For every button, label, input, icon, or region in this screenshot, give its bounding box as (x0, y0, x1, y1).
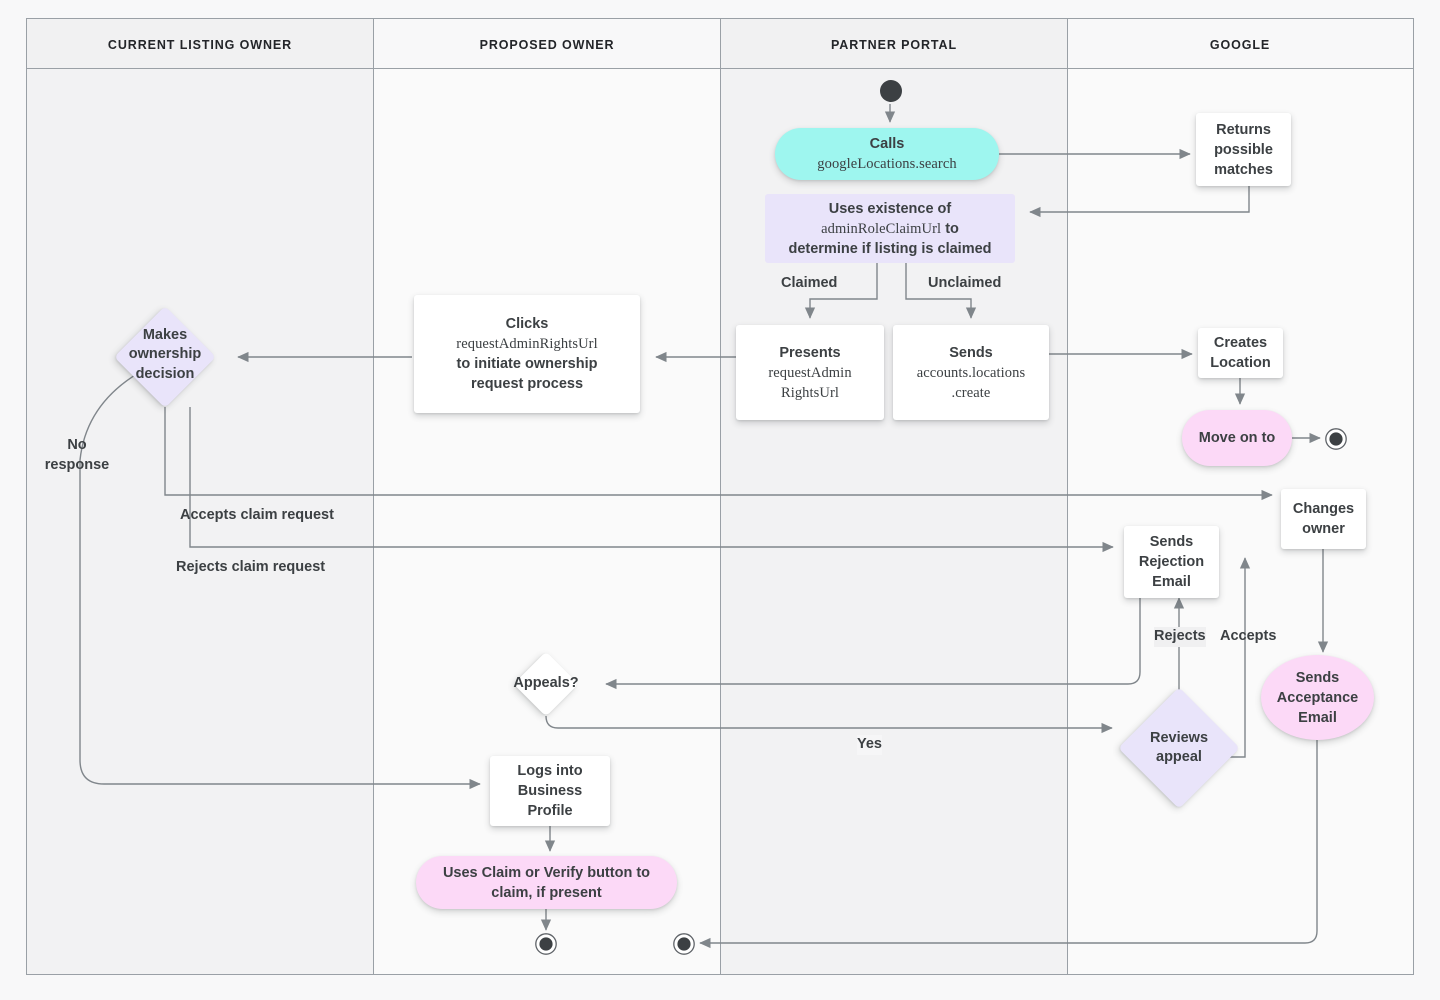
node-returns-possible-matches[interactable]: Returns possible matches (1196, 113, 1291, 186)
clicks-line3: to initiate ownership (456, 356, 598, 372)
node-uses-claim-or-verify-label: Uses Claim or Verify button to claim, if… (442, 864, 651, 901)
node-logs-into-business-profile[interactable]: Logs into Business Profile (490, 756, 610, 826)
lane-header-google: GOOGLE (1210, 38, 1270, 52)
uses-existence-line1: Uses existence of (828, 200, 952, 217)
node-sends-acceptance-email-label: Sends Acceptance Email (1276, 669, 1359, 726)
reviews-appeal-label: Reviews appeal (1149, 729, 1209, 765)
edge-appeals-yes-to-reviews-appeal (545, 715, 1113, 734)
sends-create-line1: Sends (949, 344, 993, 361)
presents-line2: requestAdmin (768, 364, 852, 381)
node-move-on-to[interactable]: Move on to (1182, 410, 1292, 466)
node-reviews-appeal[interactable]: Reviews appeal (1118, 687, 1240, 809)
edge-acceptance-email-to-end (699, 740, 1318, 949)
node-sends-rejection-email-label: Sends Rejection Email (1138, 534, 1205, 590)
node-logs-into-business-profile-label: Logs into Business Profile (517, 763, 583, 819)
node-uses-existence-of-admin-role-claim-url[interactable]: Uses existence of adminRoleClaimUrl to d… (765, 194, 1015, 263)
uses-existence-line3: to (941, 220, 959, 237)
node-changes-owner[interactable]: Changes owner (1281, 489, 1366, 549)
presents-line3: RightsUrl (780, 384, 840, 401)
edge-label-accepts: Accepts (1220, 628, 1277, 644)
node-sends-accounts-locations-create[interactable]: Sends accounts.locations .create (893, 325, 1049, 420)
clicks-line1: Clicks (505, 316, 549, 332)
node-makes-ownership-decision[interactable]: Makes ownership decision (114, 306, 216, 408)
edge-label-yes: Yes (857, 735, 882, 755)
lane-header-current-listing-owner: CURRENT LISTING OWNER (108, 38, 292, 52)
node-creates-location-label: Creates Location (1210, 335, 1271, 371)
edge-returns-to-uses-existence (1029, 186, 1250, 218)
end-node-proposed-owner (535, 933, 557, 955)
edge-label-rejects-claim-request: Rejects claim request (176, 559, 326, 575)
clicks-line4: request process (470, 376, 584, 392)
lane-header-partner-portal: PARTNER PORTAL (831, 38, 957, 52)
node-sends-acceptance-email[interactable]: Sends Acceptance Email (1261, 655, 1374, 740)
uses-existence-code: adminRoleClaimUrl (821, 220, 942, 237)
sends-create-line2: accounts.locations (916, 364, 1026, 381)
node-calls-line1: Calls (869, 136, 905, 152)
presents-line1: Presents (779, 344, 841, 361)
makes-decision-label: Makes ownership decision (128, 327, 202, 382)
edge-rejection-email-to-appeals (605, 598, 1141, 690)
end-node-google (1325, 428, 1347, 450)
node-calls-line2: googleLocations.search (817, 156, 957, 172)
node-clicks-request-admin-rights-url[interactable]: Clicks requestAdminRightsUrl to initiate… (414, 295, 640, 413)
node-sends-rejection-email[interactable]: Sends Rejection Email (1124, 526, 1219, 598)
clicks-line2: requestAdminRightsUrl (456, 336, 598, 352)
lane-header-proposed-owner: PROPOSED OWNER (480, 38, 615, 52)
edge-uses-existence-unclaimed-branch (905, 263, 977, 319)
edge-uses-existence-claimed-branch (804, 263, 878, 319)
node-presents-request-admin-rights-url[interactable]: Presents requestAdmin RightsUrl (736, 325, 884, 420)
edge-label-unclaimed: Unclaimed (928, 275, 1002, 291)
node-uses-claim-or-verify-button[interactable]: Uses Claim or Verify button to claim, if… (416, 856, 677, 909)
node-changes-owner-label: Changes owner (1292, 501, 1355, 537)
uses-existence-line2-wrap: adminRoleClaimUrl to (771, 219, 1009, 239)
edge-label-no-response: No response (44, 437, 110, 473)
end-node-partner-portal (673, 933, 695, 955)
edge-label-accepts-claim-request: Accepts claim request (180, 507, 334, 523)
sends-create-line3: .create (951, 384, 991, 401)
edge-accepts-claim-request (164, 407, 1273, 501)
node-appeals[interactable]: Appeals? (513, 651, 579, 717)
appeals-label: Appeals? (513, 675, 579, 692)
node-returns-possible-matches-label: Returns possible matches (1214, 121, 1273, 178)
edge-no-response (79, 371, 481, 790)
edge-rejects-claim-request (189, 407, 1114, 553)
node-calls-google-locations-search[interactable]: Calls googleLocations.search (775, 128, 999, 180)
edge-label-rejects: Rejects (1154, 627, 1206, 647)
start-node (880, 80, 902, 102)
node-move-on-to-label: Move on to (1198, 430, 1276, 446)
node-creates-location[interactable]: Creates Location (1198, 328, 1283, 378)
uses-existence-line4: determine if listing is claimed (788, 240, 992, 257)
edge-label-claimed: Claimed (781, 275, 838, 291)
